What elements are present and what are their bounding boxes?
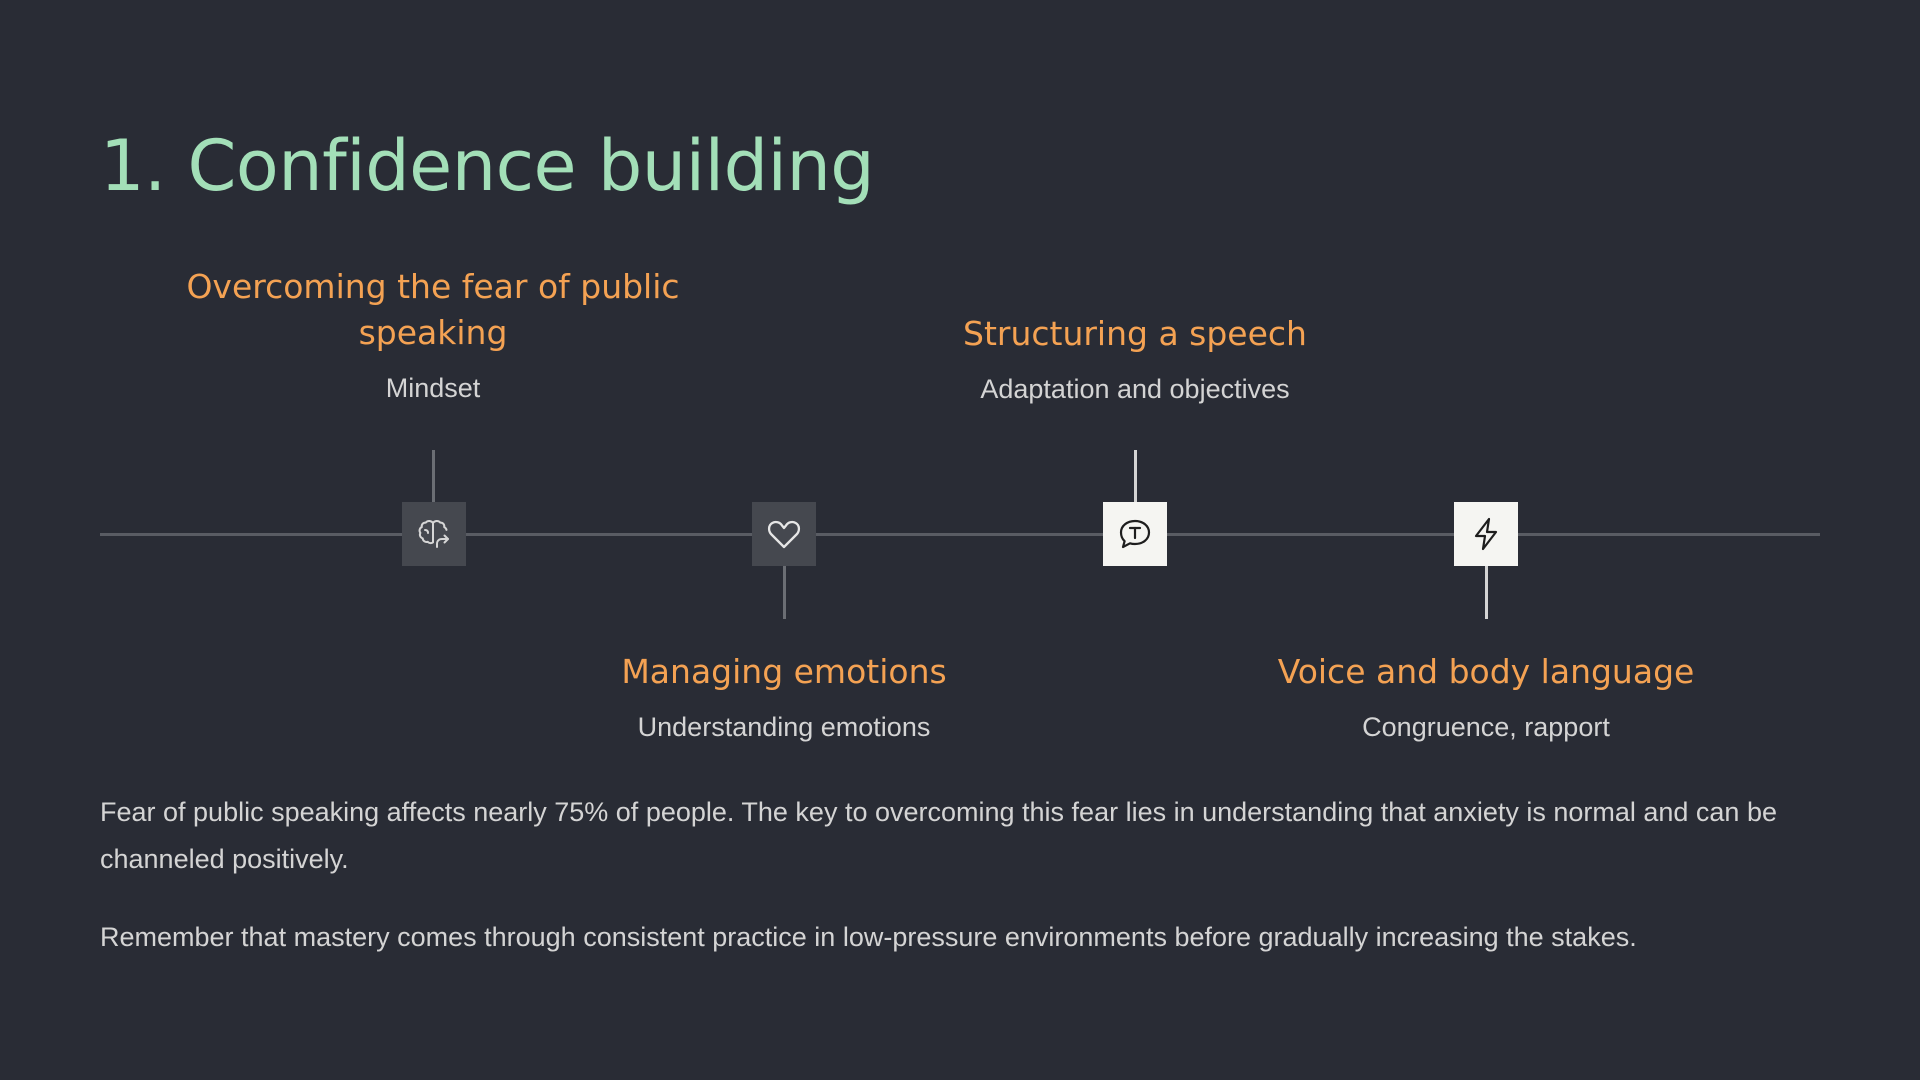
timeline-node-3-stem <box>1134 450 1137 503</box>
timeline-node-2-text: Managing emotions Understanding emotions <box>524 649 1044 745</box>
timeline-node-3-text: Structuring a speech Adaptation and obje… <box>875 311 1395 407</box>
body-paragraph-1: Fear of public speaking affects nearly 7… <box>100 797 1777 874</box>
timeline-node-4-icon-box <box>1454 502 1518 566</box>
timeline-node-4-subtitle: Congruence, rapport <box>1362 712 1610 742</box>
timeline-node-1-icon-box <box>402 502 466 566</box>
timeline-node-1-title-line2: speaking <box>358 313 508 352</box>
timeline-node-1-subtitle: Mindset <box>385 373 481 403</box>
timeline-node-4-stem <box>1485 566 1488 619</box>
heart-icon <box>767 520 801 549</box>
timeline-node-2-title: Managing emotions <box>621 652 947 691</box>
lightning-icon <box>1474 517 1498 551</box>
timeline-node-3-subtitle: Adaptation and objectives <box>980 374 1290 404</box>
timeline-node-3-icon-box <box>1103 502 1167 566</box>
timeline-node-3-title: Structuring a speech <box>963 314 1307 353</box>
brain-arrow-icon <box>418 519 449 548</box>
page-title: 1. Confidence building <box>100 125 875 207</box>
timeline-node-1-text: Overcoming the fear of public speaking M… <box>173 264 693 406</box>
timeline-node-2-stem <box>783 566 786 619</box>
timeline-node-4-text: Voice and body language Congruence, rapp… <box>1226 649 1746 745</box>
speech-bubble-t-icon <box>1119 519 1151 549</box>
timeline-node-2-icon-box <box>752 502 816 566</box>
timeline-node-1-stem <box>432 450 435 503</box>
timeline-node-2-subtitle: Understanding emotions <box>637 712 931 742</box>
timeline-line <box>100 533 1820 536</box>
timeline-node-1-title: Overcoming the fear of public speaking <box>173 264 693 356</box>
timeline-node-4-title: Voice and body language <box>1277 652 1695 691</box>
timeline-node-1-title-line1: Overcoming the fear of public <box>186 267 680 306</box>
body-paragraph-2: Remember that mastery comes through cons… <box>100 922 1637 952</box>
